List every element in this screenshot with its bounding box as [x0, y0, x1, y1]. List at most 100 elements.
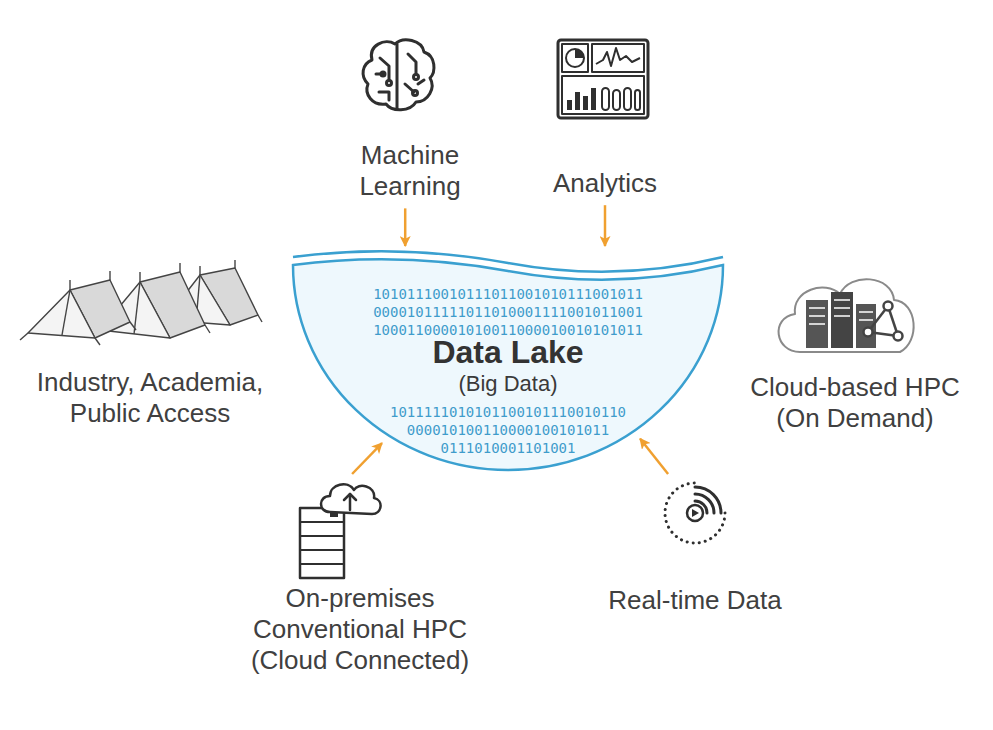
dashboard-icon-part: [624, 88, 631, 110]
brain-icon: [363, 40, 434, 110]
brain-icon-part: [413, 91, 418, 96]
stream-icon: [665, 483, 725, 543]
cloud-server-icon-part-part: [894, 332, 903, 341]
binary-digits: 1011111010101100101110010110: [290, 404, 726, 420]
brain-icon-part: [363, 40, 434, 110]
flow-arrow: [604, 205, 607, 246]
cloud-server-icon-part: [779, 279, 914, 352]
tents-illustration-part: [109, 271, 110, 280]
icon-label: On-premises Conventional HPC (Cloud Conn…: [240, 583, 480, 677]
dashboard-icon-part: [592, 44, 644, 72]
icon-label: Cloud-based HPC (On Demand): [735, 372, 975, 434]
brain-icon-part: [387, 81, 392, 86]
cloud-server-icon-part-part: [859, 311, 873, 313]
cloud-server-icon-part-part: [884, 302, 893, 311]
tents-illustration-part: [258, 315, 262, 322]
tents-illustration-part: [95, 338, 100, 345]
server-cloud-icon-part: [300, 563, 344, 565]
flow-arrow: [640, 439, 668, 474]
dashboard-icon-part: [558, 40, 648, 118]
dashboard-icon-part: [562, 76, 644, 114]
binary-digits: 10001100001010011000010010101011: [290, 322, 726, 338]
stream-icon-part: [695, 494, 714, 513]
flow-arrow: [352, 443, 382, 474]
stream-icon-part: [692, 509, 699, 517]
icon-label-group: On-premises Conventional HPC (Cloud Conn…: [240, 478, 480, 677]
brain-icon-part: [408, 54, 416, 74]
lake-wave: [293, 251, 723, 271]
cloud-server-icon: [779, 279, 914, 352]
icon-label-group: Machine Learning: [330, 38, 490, 202]
cloud-server-icon-part: [864, 302, 903, 341]
server-cloud-icon-part: [300, 508, 344, 578]
tents-illustration: [20, 260, 262, 345]
cloud-server-icon-part: [809, 300, 873, 324]
icon-label-group: Cloud-based HPC (On Demand): [735, 262, 975, 434]
dashboard-icon-part: [613, 90, 620, 110]
tents-illustration-part: [69, 280, 70, 290]
binary-row-slot: 000010100110000100101011: [290, 422, 726, 438]
icon-label: Real-time Data: [580, 585, 810, 616]
server-cloud-icon-part: [344, 494, 356, 500]
stream-icon-part: [665, 483, 725, 543]
dashboard-icon: [558, 40, 648, 118]
tents-illustration-part: [179, 263, 180, 272]
cloud-server-icon-part-part: [864, 328, 873, 337]
tents-illustration-part: [130, 322, 136, 330]
lake-subtitle: (Big Data): [290, 371, 726, 397]
brain-icon-part: [396, 44, 399, 108]
binary-digits: 10101110010111011001010111001011: [290, 286, 726, 302]
cloud-server-icon-part-part: [834, 299, 850, 301]
icon-label: Analytics: [530, 168, 680, 199]
binary-digits: 000010100110000100101011: [290, 422, 726, 438]
cloud-server-icon-part-part: [834, 315, 850, 317]
dashboard-icon-part: [575, 49, 584, 58]
tents-illustration-part: [134, 282, 140, 334]
server-cloud-icon-part: [321, 484, 381, 514]
tents-illustration-part: [20, 333, 28, 340]
binary-digits: 00001011111011010001111001011001: [290, 304, 726, 320]
binary-digits: 0111010001101001: [290, 440, 726, 456]
cloud-server-icon-part: [806, 300, 828, 348]
brain-icon-part: [381, 72, 385, 76]
server-cloud-icon-part: [300, 521, 344, 523]
icon-label-group: Industry, Academia, Public Access: [15, 262, 285, 429]
binary-row-slot: 0111010001101001: [290, 440, 726, 456]
brain-icon-part: [418, 80, 424, 84]
stream-icon-part: [695, 487, 721, 513]
cloud-server-icon-part-part: [859, 319, 873, 321]
tents-illustration-part: [28, 290, 95, 338]
dashboard-icon-part: [566, 49, 584, 67]
icon-label: Industry, Academia, Public Access: [15, 367, 285, 429]
cloud-server-icon-part-part: [809, 315, 825, 317]
dashboard-icon-part: [562, 44, 588, 72]
binary-row-slot: 1011111010101100101110010110: [290, 404, 726, 420]
icon-label-group: Real-time Data: [580, 478, 810, 616]
tents-illustration-part: [205, 325, 210, 333]
brain-icon-part: [379, 92, 389, 100]
dashboard-icon-part: [602, 88, 609, 110]
brain-icon-part: [380, 58, 389, 80]
icon-label-group: Analytics: [530, 38, 680, 199]
dashboard-icon-part: [635, 90, 640, 110]
dashboard-icon-part: [591, 88, 596, 110]
dashboard-icon-part: [575, 92, 580, 110]
tents-illustration-part: [199, 266, 200, 275]
brain-icon-part: [414, 75, 419, 80]
cloud-server-icon-part: [831, 292, 853, 348]
server-cloud-icon-part: [300, 549, 344, 551]
server-cloud-icon: [300, 484, 381, 578]
binary-row-slot: 00001011111011010001111001011001: [290, 304, 726, 320]
binary-row-slot: 10101110010111011001010111001011: [290, 286, 726, 302]
cloud-server-icon-part-part: [809, 307, 825, 309]
cloud-server-icon-part-part: [809, 323, 825, 325]
dashboard-icon-part: [567, 100, 572, 110]
flow-arrow: [404, 208, 407, 246]
cloud-server-icon-part-part: [834, 307, 850, 309]
lake-title: Data Lake: [290, 334, 726, 371]
dashboard-icon-part: [596, 48, 640, 66]
tents-illustration-part: [62, 290, 70, 335]
tents-illustration-part: [139, 272, 140, 282]
binary-row-slot: 10001100001010011000010010101011: [290, 322, 726, 338]
